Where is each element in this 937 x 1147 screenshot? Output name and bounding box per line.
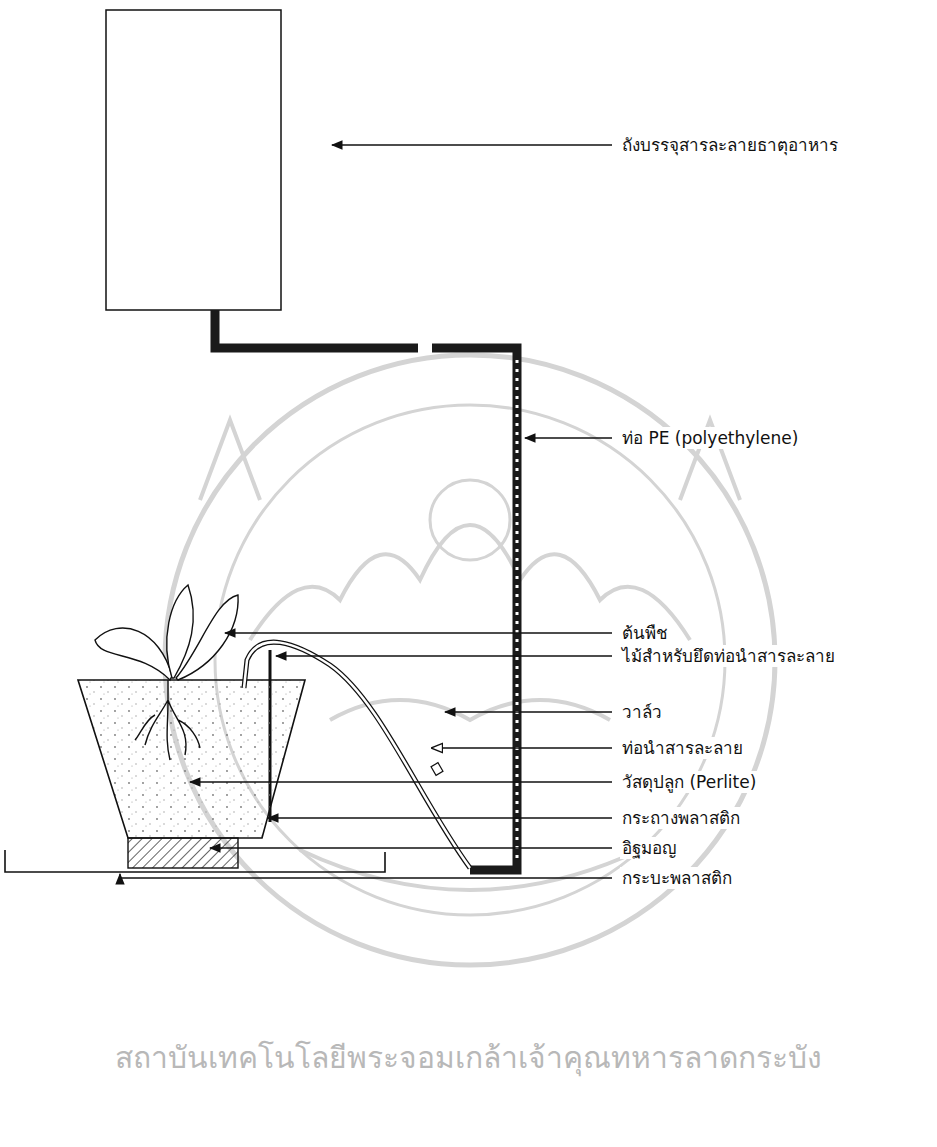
part-label: กระบะพลาสติก: [620, 867, 734, 889]
plastic-tray: [5, 850, 385, 872]
leader-line: [268, 817, 612, 818]
watermark-text: สถาบันเทคโนโลยีพระจอมเกล้าเจ้าคุณทหารลาด…: [115, 1040, 822, 1076]
leader-line: [332, 144, 612, 145]
delivery-tube: [244, 642, 470, 868]
leader-line: [445, 711, 612, 712]
part-label: ต้นพืช: [620, 622, 670, 644]
part-label: ไม้สำหรับยึดท่อนำสารละลาย: [620, 645, 837, 667]
part-label: ถังบรรจุสารละลายธาตุอาหาร: [620, 134, 840, 156]
plastic-pot: [78, 680, 305, 838]
leader-line: [120, 874, 612, 878]
leader-line: [276, 655, 612, 656]
part-label: ท่อ PE (polyethylene): [620, 427, 800, 449]
leader-line: [525, 437, 612, 438]
part-label: อิฐมอญ: [620, 837, 678, 859]
valve: [431, 763, 443, 776]
leader-line: [210, 847, 612, 848]
nutrient-tank: [106, 10, 281, 310]
brick: [128, 838, 238, 868]
leader-line: [225, 632, 612, 633]
part-label: กระถางพลาสติก: [620, 807, 742, 829]
part-label: วาล์ว: [620, 701, 664, 723]
plant: [95, 585, 238, 760]
leader-lines: [120, 145, 612, 878]
leader-line: [432, 747, 612, 748]
part-label: ท่อนำสารละลาย: [620, 737, 745, 759]
leader-line: [190, 781, 612, 782]
part-label: วัสดุปลูก (Perlite): [620, 771, 758, 793]
